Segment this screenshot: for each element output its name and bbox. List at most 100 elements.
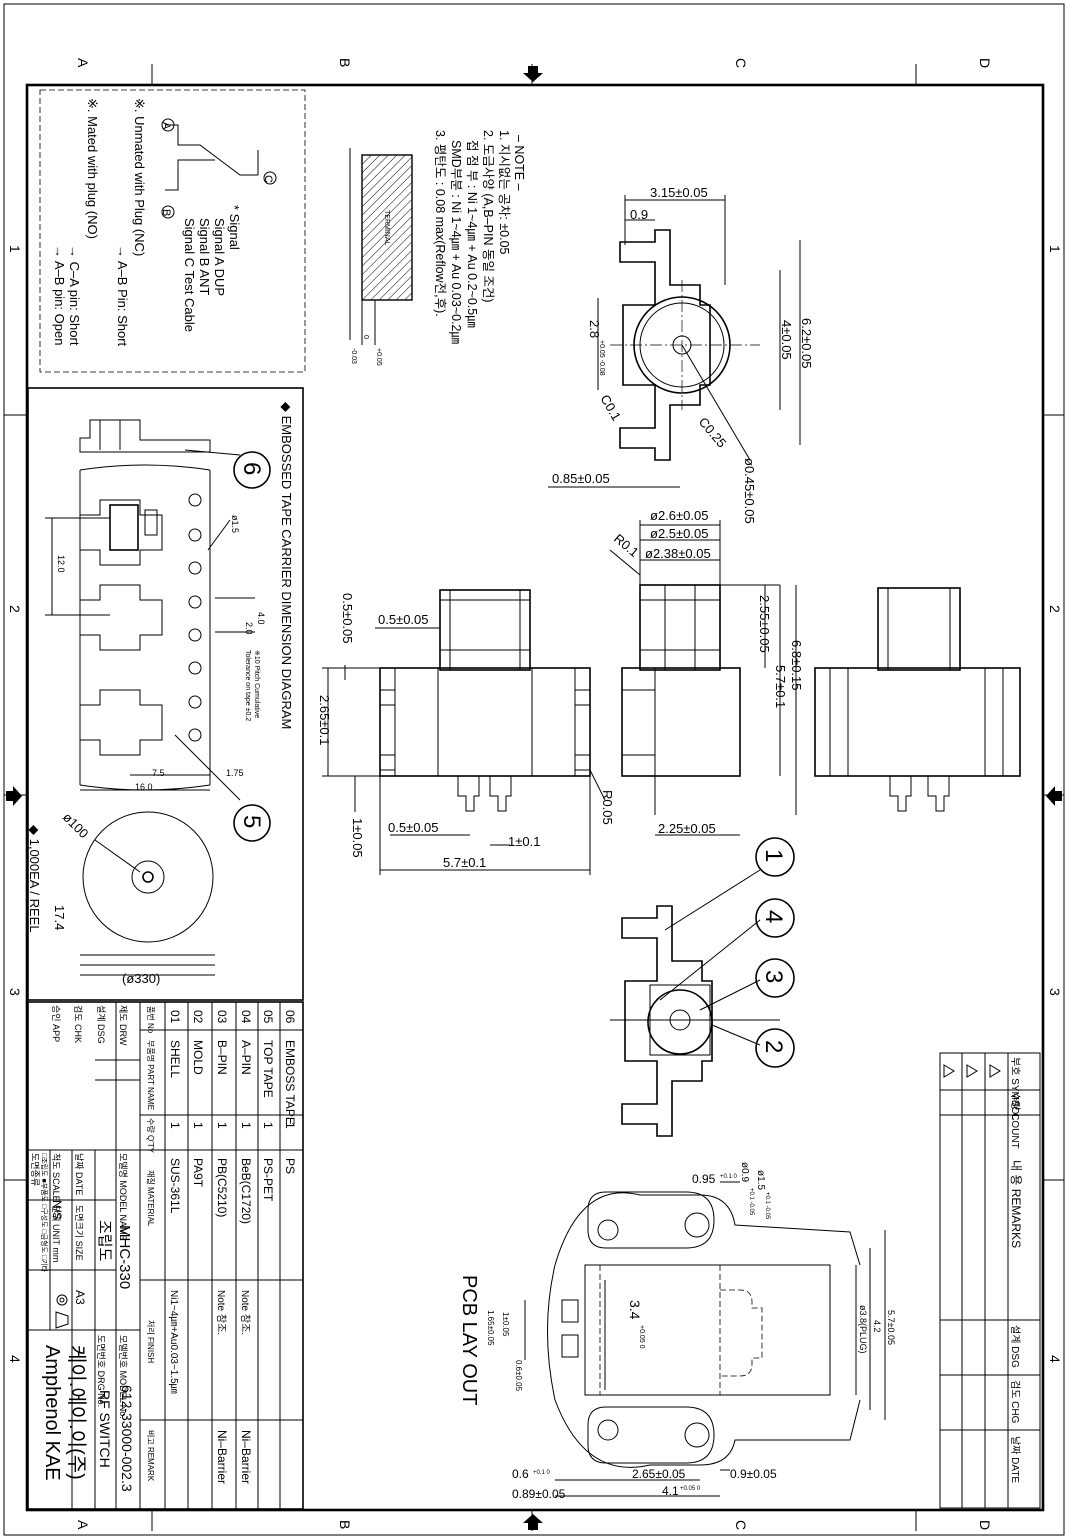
tb-model-name-lbl: 모델명 MODEL NAME [118, 1153, 129, 1241]
tape-carrier-box [27, 387, 304, 1001]
dim-s05c: 0.5±0.05 [388, 820, 439, 835]
unmated-line: → A–B Pin: Short [115, 245, 130, 347]
dim-d085: 0.85±0.05 [552, 471, 610, 486]
bom-cell-material: PS [283, 1158, 297, 1174]
pcb-d095: 0.95 [692, 1172, 716, 1186]
bom-no-hdr: 품번 No [146, 1006, 155, 1034]
bom-cell-material: PB(C5210) [215, 1158, 229, 1217]
bom-table-grid [27, 1001, 304, 1510]
top-view-connector [610, 229, 760, 461]
note-2b: SMD부분 : Ni 1~4㎛ + Au 0.03~0.2㎛ [449, 140, 463, 344]
tb-app: 승인 APP [51, 1005, 61, 1042]
dim-s05b: 0.5±0.05 [378, 612, 429, 627]
signal-title: * Signal [227, 205, 242, 250]
rev-dsg-hdr: 설계 DSG [1009, 1325, 1021, 1368]
signal-c-line: Signal C Test Cable [182, 218, 197, 332]
dim-top-28: 2.8 [587, 320, 602, 338]
pcb-w165: 1.65±0.05 [486, 1310, 495, 1346]
zone-number: 2 [7, 605, 23, 613]
balloon-4 [755, 898, 795, 938]
terminal-tol-zero: 0 [362, 335, 369, 339]
bom-cell-name: A–PIN [239, 1040, 253, 1075]
mated-title: ※. Mated with plug (NO) [85, 98, 100, 239]
bom-cell-finish: Ni1~4㎛+Au0.03~1.5㎛ [168, 1290, 179, 1394]
tb-model-no: 612-33000-002.3 [119, 1385, 135, 1492]
bom-cell-name: TOP TAPE [261, 1040, 275, 1098]
dim-r005: R0.05 [600, 790, 615, 825]
tb-proj-opts: □조립도 ■부품도 □구성도 □금형도 □기타 [40, 1153, 49, 1273]
tb-drawing-name: 조립도 [96, 1220, 113, 1262]
pcb-d09-tol: +0.1 -0.05 [748, 1188, 754, 1216]
tb-drg-no: RF SWITCH [97, 1390, 113, 1468]
center-mark-top [523, 66, 543, 82]
note-2: 2. 도금사양 (A,B–PIN 동일 조건) [481, 130, 495, 303]
zone-letter: A [75, 1520, 91, 1530]
mated-line2: → A–B pin: Open [52, 245, 67, 345]
dim-r01: R0.1 [611, 531, 642, 560]
mated-line1: → C–A pin: Short [67, 245, 82, 346]
dim-s265: 2.65±0.1 [317, 695, 332, 746]
terminal-tol-minus: -0.03 [350, 348, 357, 364]
balloon-4-label: 4 [760, 910, 787, 923]
zone-letter: B [337, 58, 353, 67]
reel-qty: ◆ 1,000EA / REEL [27, 825, 42, 933]
tape-pitch-note2: Tolerance on tape ±0.2 [244, 650, 251, 721]
tape-pitch-4: 4.0 [256, 612, 266, 625]
tb-date-lbl: 날짜 DATE [74, 1153, 84, 1195]
dim-h68: 6.8±0.15 [789, 640, 804, 691]
dim-d26: ø2.6±0.05 [650, 508, 708, 523]
tape-title: ◆ EMBOSSED TAPE CARRIER DIMENSION DIAGRA… [279, 402, 294, 729]
bom-cell-no: 06 [283, 1010, 297, 1024]
side-view-dims [609, 520, 797, 836]
bom-cell-no: 04 [239, 1010, 253, 1024]
bom-finish-hdr: 처리 FINISH [146, 1320, 155, 1363]
bom-name-hdr: 부품명 PART NAME [146, 1040, 156, 1110]
note-3: 3. 평탄도 : 0.08 max(Reflow전,후). [433, 130, 447, 317]
pcb-b06-tol: +0.1 0 [533, 1470, 551, 1476]
tape-pitch-2: 2.0 [244, 622, 254, 635]
pcb-d42: 4.2 [872, 1320, 882, 1333]
terminal-section [361, 154, 413, 301]
rev-symbol-hdr: 부호 SYMBOL [1009, 1057, 1021, 1120]
dim-d045: ø0.45±0.05 [742, 458, 757, 524]
zone-number: 4 [7, 1355, 23, 1363]
projection-symbol-icon [55, 1294, 69, 1329]
pcb-b41-tol: +0.05 0 [680, 1486, 701, 1492]
tape-pockets [79, 499, 163, 756]
bom-cell-material: PA9T [191, 1158, 205, 1188]
dim-s05a: 0.5±0.05 [340, 593, 355, 644]
terminal-tol-plus: +0.05 [375, 348, 382, 366]
zone-letter: A [75, 58, 91, 68]
dim-d238: ø2.38±0.05 [645, 546, 711, 561]
pcb-w1: 1±0.05 [501, 1312, 510, 1337]
dim-s225: 2.25±0.05 [658, 821, 716, 836]
bom-remark-hdr: 비고 REMARK [146, 1430, 155, 1482]
dim-top-09: 0.9 [630, 207, 648, 222]
outer-border [3, 3, 1065, 1536]
note-2a: 접 점 부 : Ni 1~4㎛ + Au 0.2~0.5㎛ [465, 140, 479, 328]
bom-cell-remark: Ni–Barrier [215, 1430, 229, 1484]
dim-top-4: 4±0.05 [779, 320, 794, 360]
bom-cell-no: 05 [261, 1010, 275, 1024]
dim-top-62: 6.2±0.05 [799, 318, 814, 369]
zone-number: 3 [1047, 988, 1063, 996]
tb-company-kr: 케이.에이.이(주) [65, 1345, 88, 1480]
bom-cell-name: MOLD [191, 1040, 205, 1075]
pcb-d095-tol: +0.1 0 [720, 1174, 738, 1180]
tb-proj-lbl: 도면종류 [30, 1153, 40, 1186]
bom-cell-material: PS-PET [261, 1158, 275, 1202]
zone-letter: D [977, 1520, 993, 1530]
reel [80, 811, 215, 976]
tape-width-12: 12.0 [56, 555, 66, 573]
bom-qty-hdr: 수량 Q'TY [146, 1118, 156, 1154]
dim-s1b: 1±0.1 [508, 834, 540, 849]
dim-c025: C0.25 [696, 414, 730, 450]
balloon-3-label: 3 [760, 970, 787, 983]
pcb-d09: ø0.9 [739, 1162, 750, 1182]
tb-scale: N/S [50, 1200, 64, 1220]
center-mark-left [6, 786, 22, 806]
top-view-dims [548, 195, 801, 488]
pcb-dims [524, 1181, 886, 1497]
pcb-h34-tol: +0.05 0 [638, 1325, 645, 1349]
